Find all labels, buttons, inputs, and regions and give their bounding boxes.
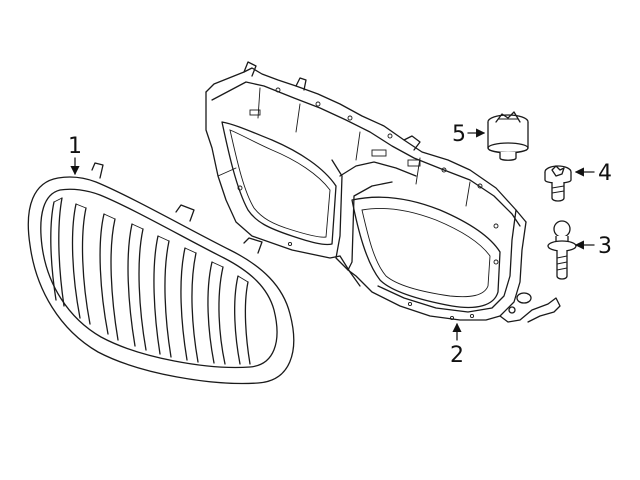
callout-4: 4 xyxy=(574,161,612,186)
callout-2: 2 xyxy=(450,322,464,368)
kidney-grille-part xyxy=(27,162,295,385)
screw-part xyxy=(544,165,572,202)
callout-3: 3 xyxy=(574,234,612,259)
callout-1: 1 xyxy=(68,134,82,176)
callout-label-5: 5 xyxy=(452,122,466,147)
callout-5: 5 xyxy=(452,122,486,147)
callout-label-3: 3 xyxy=(598,234,612,259)
callout-label-1: 1 xyxy=(68,134,82,159)
callout-label-2: 2 xyxy=(450,343,464,368)
grommet-part xyxy=(487,111,529,161)
callout-label-4: 4 xyxy=(598,161,612,186)
grille-carrier-part xyxy=(205,61,561,323)
ball-stud-part xyxy=(547,220,577,280)
